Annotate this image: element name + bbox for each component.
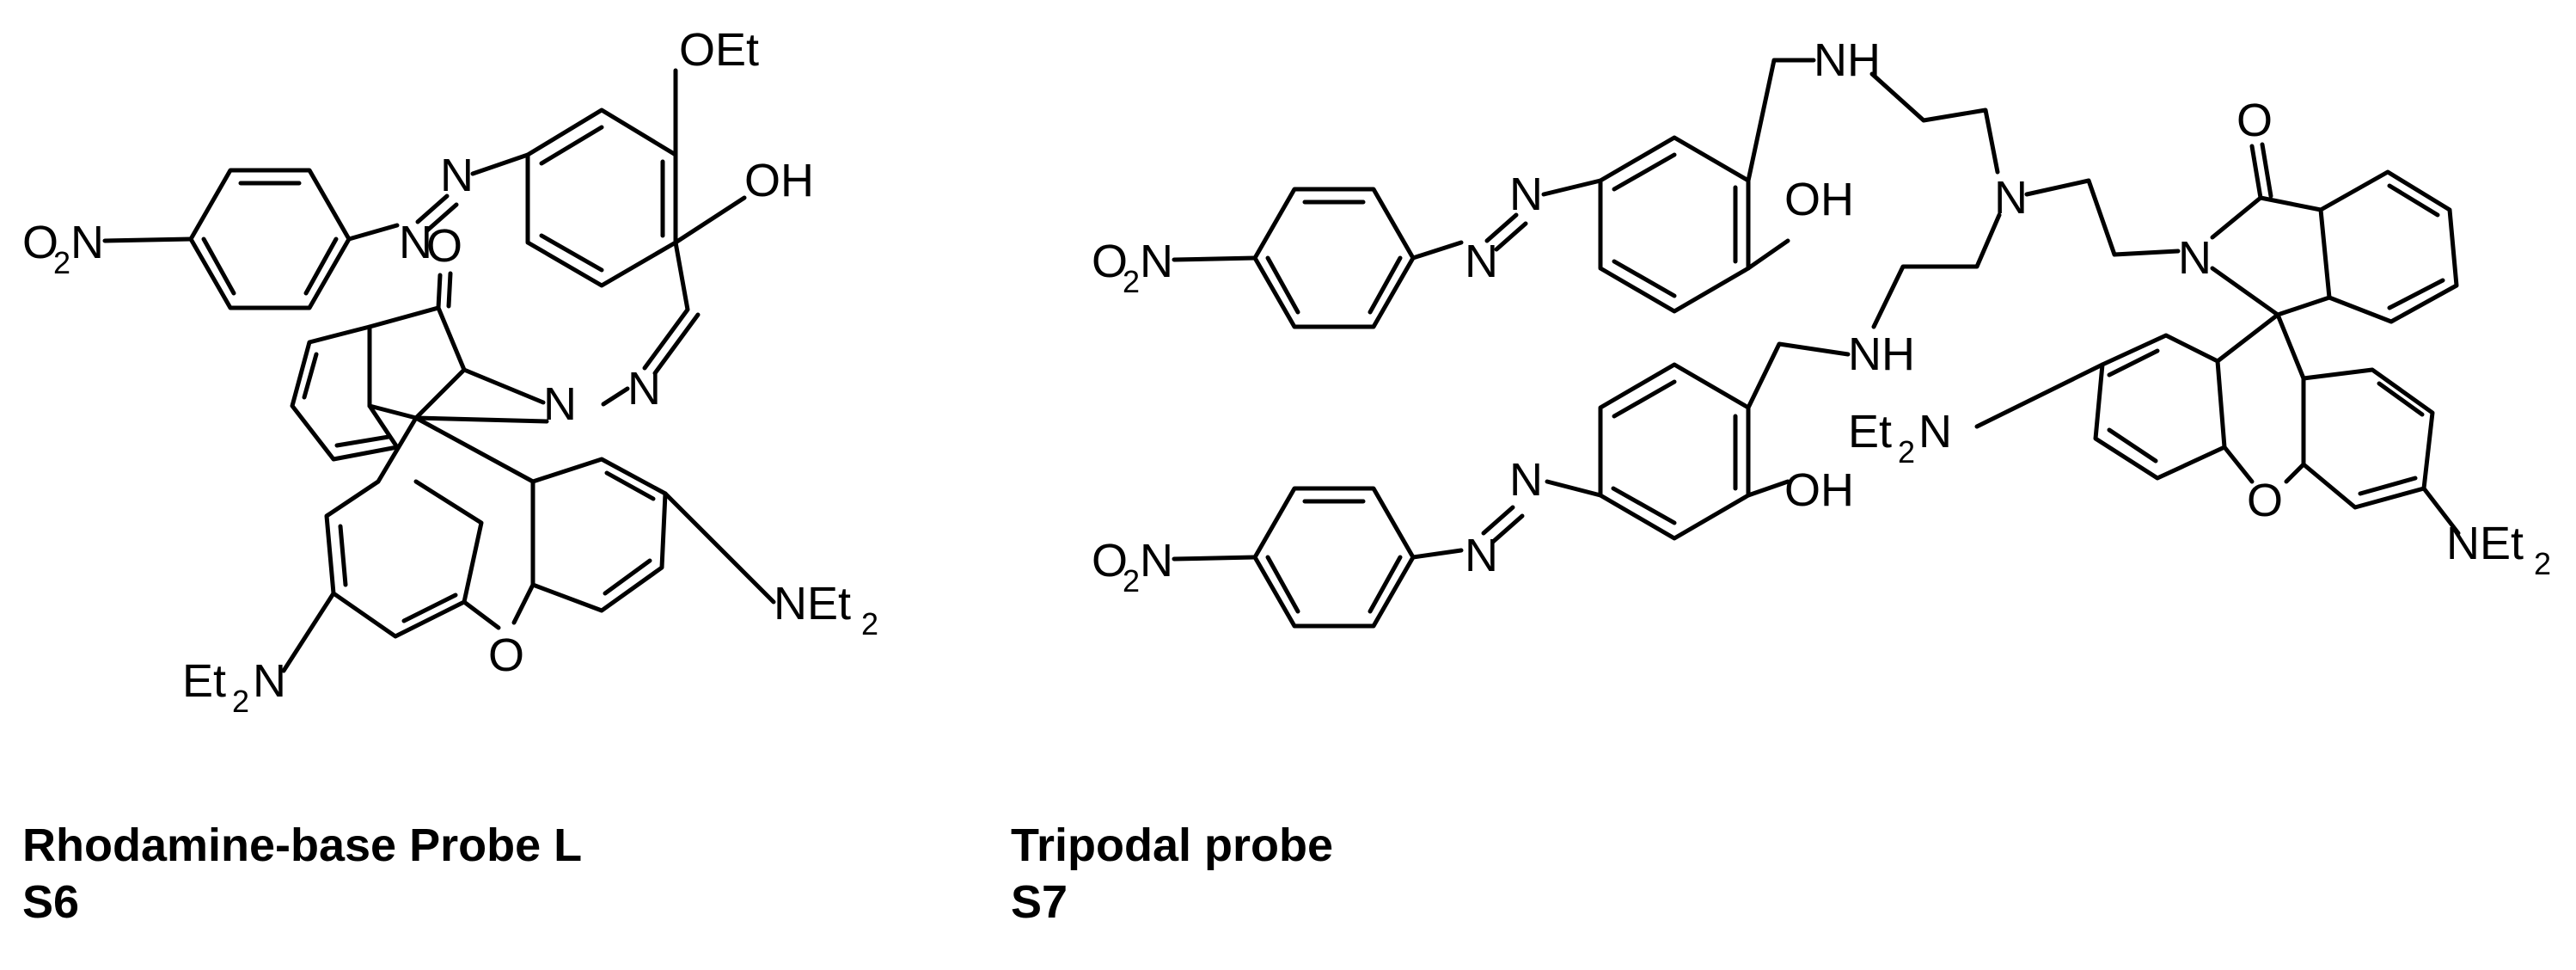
caption-s6-title: Rhodamine-base Probe L — [22, 820, 583, 871]
svg-text:O: O — [2247, 475, 2283, 526]
svg-text:NH: NH — [1848, 328, 1915, 380]
svg-text:N: N — [1509, 454, 1543, 506]
s6-xanthene: O NEt 2 Et 2 N — [182, 415, 878, 719]
s6-phenol-ring: OEt OH — [525, 24, 814, 288]
svg-text:N: N — [627, 363, 661, 414]
s7-isoindolinone: N O — [2178, 95, 2459, 324]
svg-text:O: O — [1092, 236, 1128, 287]
svg-text:O: O — [2236, 95, 2273, 146]
svg-text:N: N — [1140, 236, 1173, 287]
svg-text:Et: Et — [1848, 406, 1892, 457]
structure-s6: O 2 N N N OEt OH N — [22, 24, 878, 719]
s7-xanthene: O Et 2 N NEt 2 — [1848, 312, 2551, 581]
svg-text:Et: Et — [182, 655, 226, 707]
s6-imine-linker: N — [601, 240, 701, 414]
svg-text:OH: OH — [1784, 174, 1854, 225]
svg-text:2: 2 — [1123, 563, 1140, 599]
caption-s6-code: S6 — [22, 876, 80, 928]
s6-nitrophenyl-ring — [188, 168, 352, 310]
s7-top-nitrophenyl: O 2 N N N OH NH — [1092, 34, 2000, 329]
svg-text:OH: OH — [744, 155, 814, 206]
svg-text:2: 2 — [53, 245, 70, 280]
svg-text:N: N — [1465, 236, 1498, 287]
s7-bottom-arm: NH OH N N O 2 N — [1092, 328, 1915, 629]
svg-text:N: N — [440, 150, 474, 201]
svg-text:2: 2 — [2534, 546, 2551, 581]
svg-text:NH: NH — [1814, 34, 1881, 86]
svg-text:2: 2 — [861, 606, 878, 642]
svg-text:N: N — [1509, 169, 1543, 220]
svg-text:N: N — [253, 655, 286, 707]
svg-text:OEt: OEt — [679, 24, 759, 76]
svg-text:NEt: NEt — [774, 578, 851, 629]
svg-text:N: N — [1465, 530, 1498, 581]
structure-s7: O 2 N N N OH NH N NH — [1092, 34, 2551, 629]
svg-text:O: O — [488, 629, 524, 681]
svg-text:NEt: NEt — [2446, 518, 2524, 569]
svg-text:2: 2 — [1123, 264, 1140, 299]
s7-tertiary-amine: N — [1871, 172, 2181, 329]
svg-text:2: 2 — [1898, 434, 1915, 470]
caption-s6: Rhodamine-base Probe L S6 — [22, 817, 582, 930]
svg-text:OH: OH — [1784, 464, 1854, 516]
svg-text:N: N — [1918, 406, 1952, 457]
caption-s7: Tripodal probe S7 — [1011, 817, 1333, 930]
svg-text:N: N — [70, 217, 104, 268]
svg-text:2: 2 — [232, 684, 249, 719]
s6-azo-linker: N N — [346, 150, 530, 268]
svg-text:O: O — [22, 217, 58, 268]
svg-text:N: N — [399, 217, 432, 268]
s6-isoindolinone: O N — [290, 220, 577, 462]
svg-text:O: O — [1092, 535, 1128, 586]
caption-s7-code: S7 — [1011, 876, 1068, 928]
caption-s7-title: Tripodal probe — [1011, 820, 1334, 871]
s6-nitro-group: O 2 N — [22, 217, 193, 280]
svg-text:O: O — [426, 220, 462, 272]
svg-text:N: N — [2178, 232, 2212, 284]
svg-text:N: N — [1140, 535, 1173, 586]
